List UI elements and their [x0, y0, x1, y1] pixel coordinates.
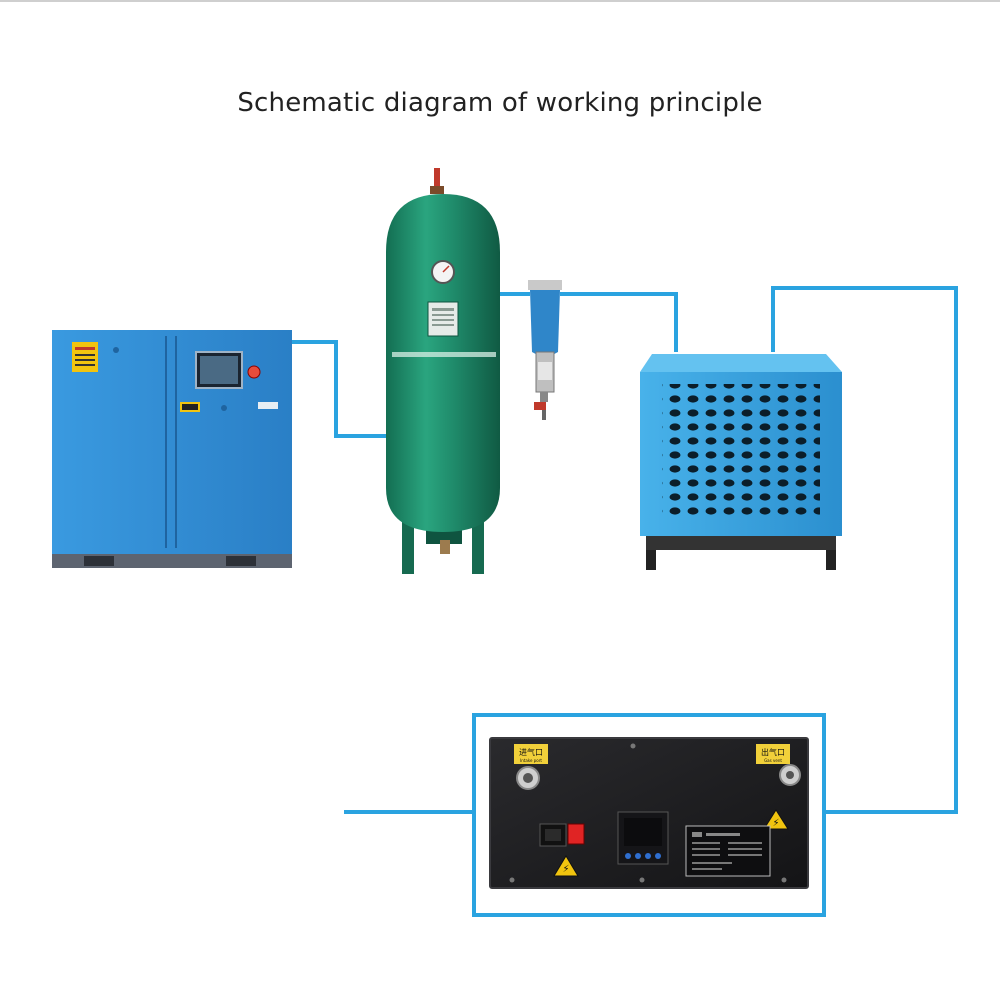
- pipe-filter-to-dryer: [560, 292, 678, 352]
- warning-icon-right: [763, 809, 789, 830]
- inlet-label-cn: 进气口: [519, 747, 543, 757]
- outlet-label-cn: 出气口: [761, 747, 785, 757]
- svg-text:⚡: ⚡: [772, 818, 779, 829]
- pipe-dryer-to-generator: [771, 286, 958, 814]
- generator-frame: [472, 713, 826, 917]
- warning-icon-left: [553, 855, 579, 877]
- air-compressor: [52, 330, 292, 568]
- refrigerated-dryer: [640, 354, 842, 570]
- top-rule: [0, 0, 1000, 2]
- diagram-title: Schematic diagram of working principle: [237, 88, 763, 118]
- svg-text:⚡: ⚡: [562, 864, 569, 875]
- generator-panel: 进气口 Intake port 出气口 Gas vent ⚡ ⚡: [489, 737, 809, 889]
- pipe-compressor-to-tank: [292, 340, 386, 438]
- inline-filter: [528, 280, 562, 420]
- air-receiver-tank: [386, 168, 500, 574]
- power-switch-icon: [567, 823, 585, 845]
- pipes: [292, 286, 958, 814]
- inlet-label-en: Intake port: [520, 758, 542, 763]
- outlet-label-en: Gas vent: [764, 758, 782, 763]
